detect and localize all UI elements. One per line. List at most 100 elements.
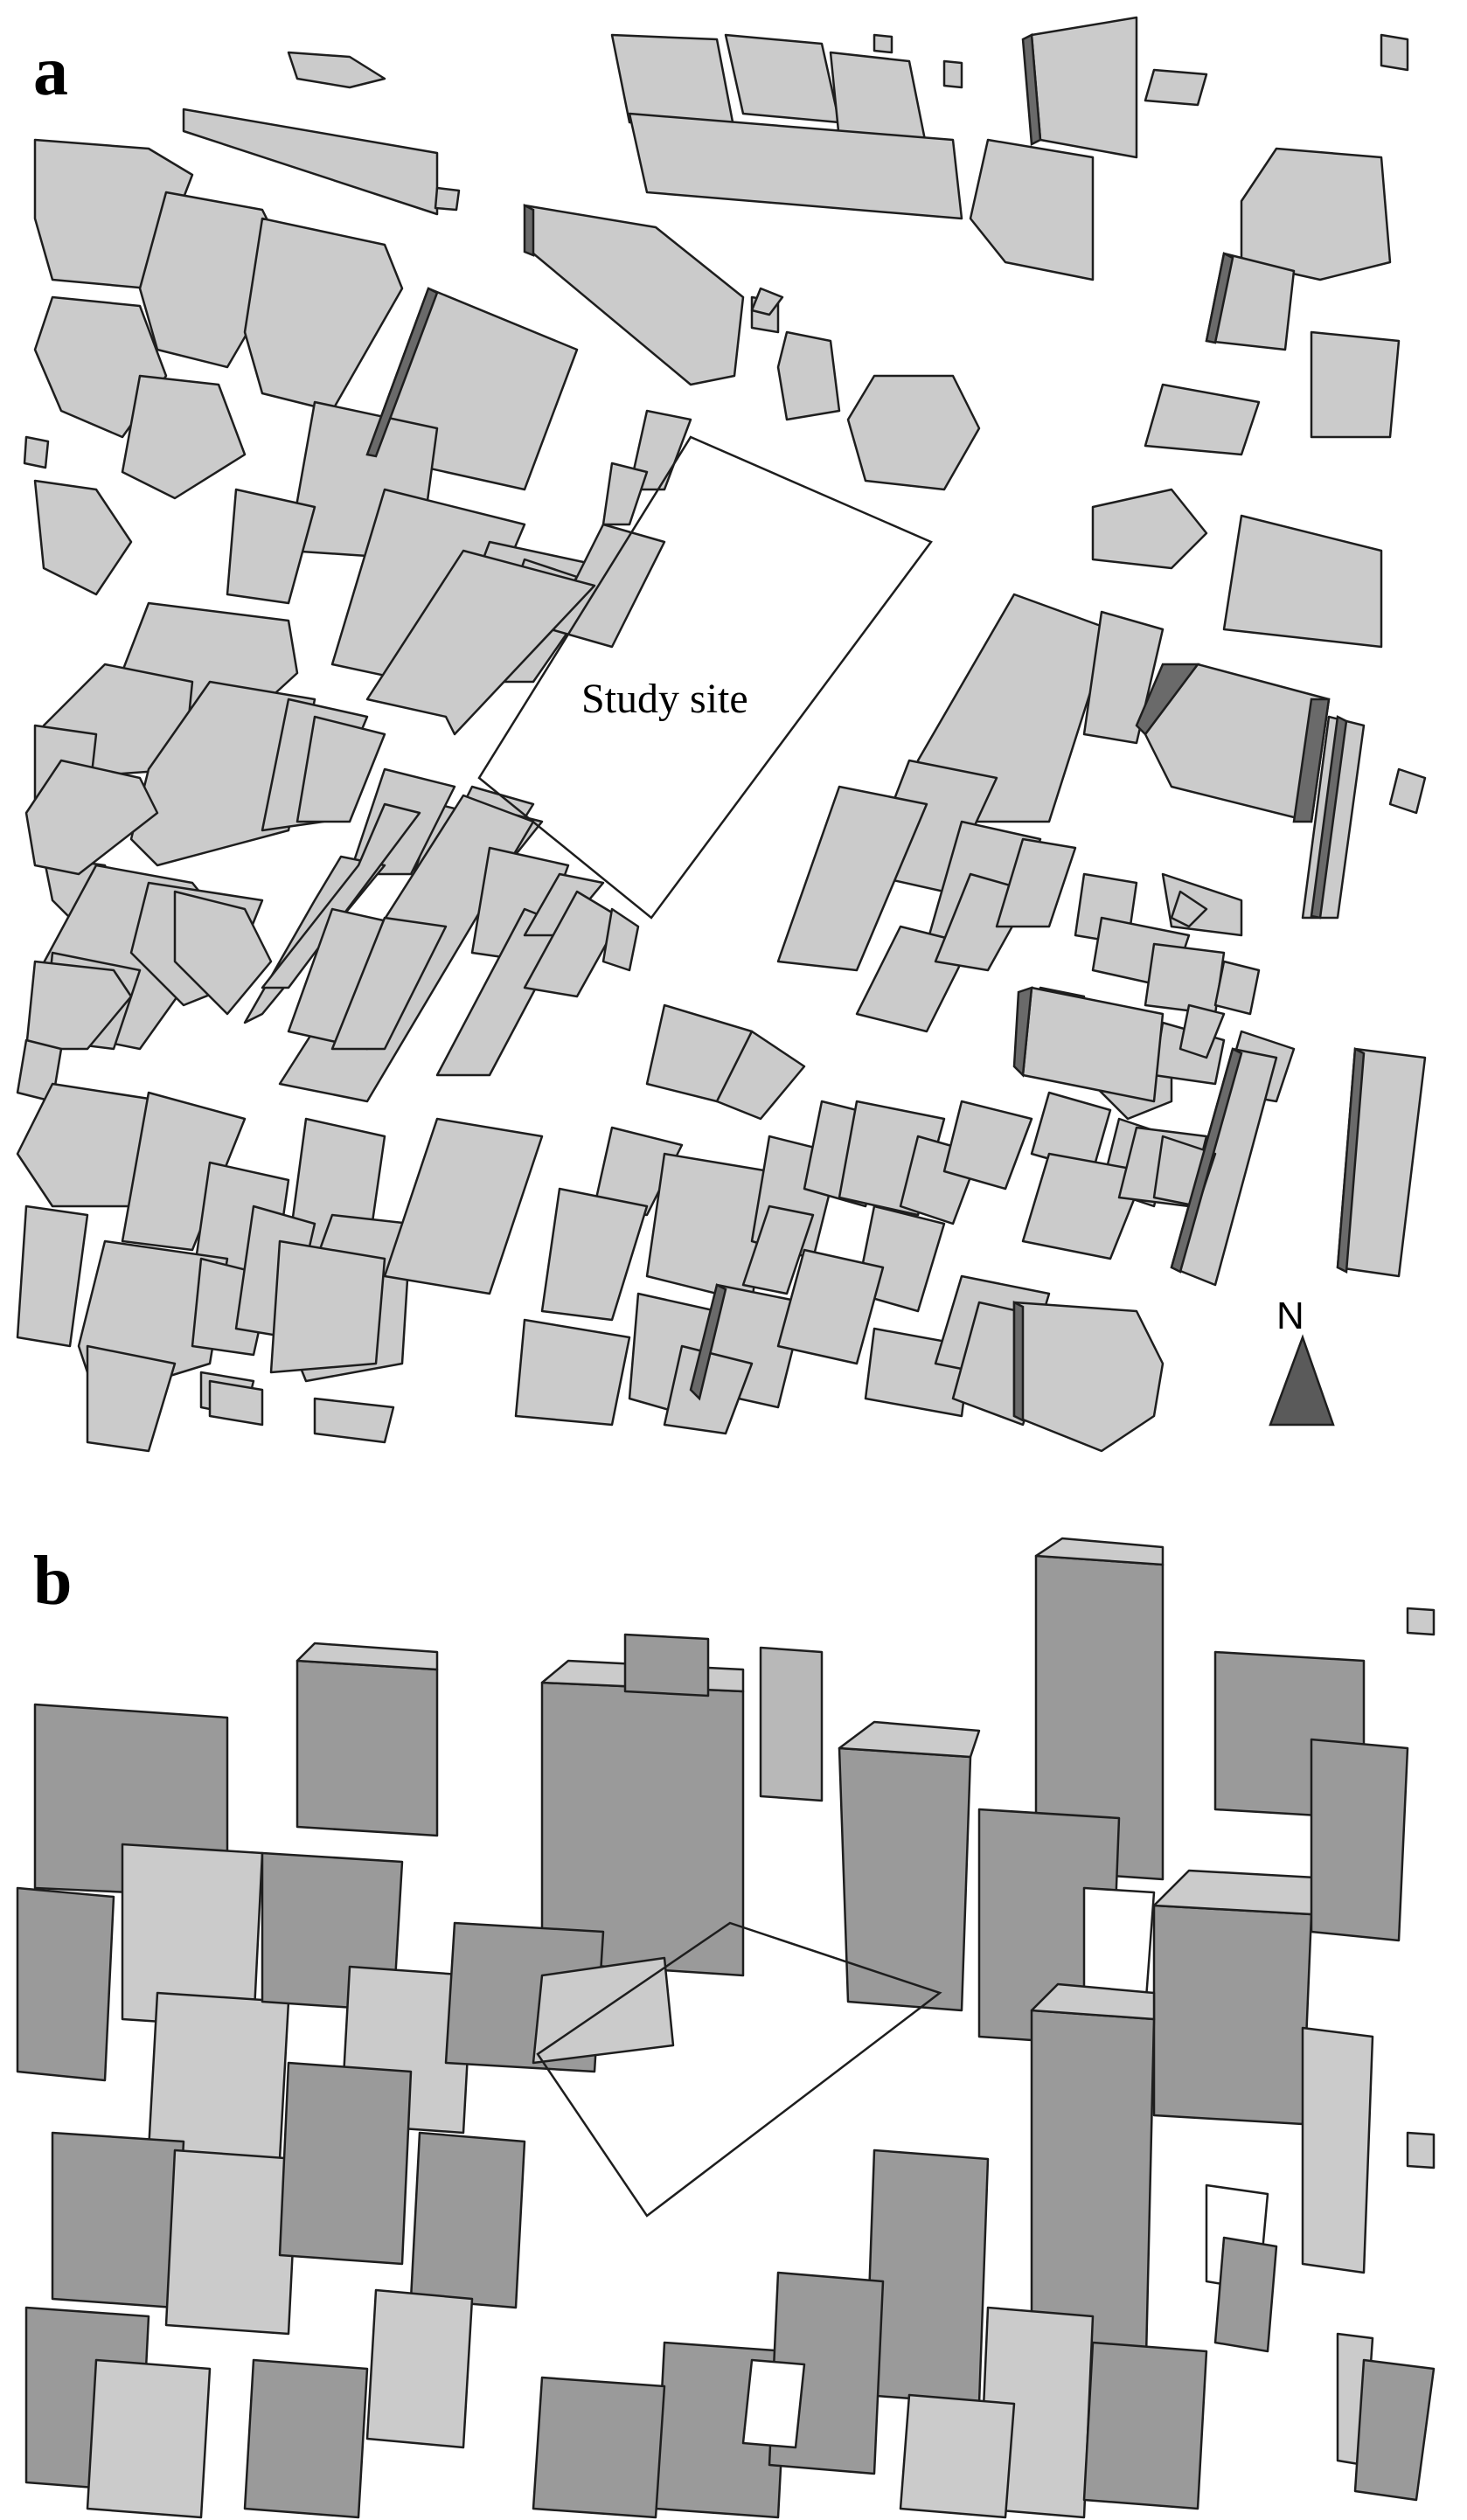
plan-building-blocks — [16, 16, 1427, 1453]
building-block — [776, 1248, 885, 1365]
building-roof — [838, 1720, 981, 1759]
building-block — [33, 295, 168, 439]
building-block — [1380, 33, 1409, 72]
building-block — [121, 374, 247, 500]
building-block — [121, 1091, 247, 1252]
building-block — [601, 462, 649, 526]
building-face — [1310, 1738, 1409, 1942]
building-block — [1030, 16, 1138, 159]
building-block — [33, 479, 133, 596]
building-block — [365, 549, 596, 736]
study-site-outline-perspective — [536, 1921, 942, 2218]
building-block — [1213, 960, 1261, 1016]
building-face — [532, 2376, 666, 2519]
building-face — [623, 1633, 710, 1697]
building-block — [1021, 986, 1165, 1103]
building-block — [916, 593, 1112, 823]
building-roof — [1301, 2026, 1374, 2274]
building-block — [295, 715, 386, 823]
building-block — [776, 330, 841, 421]
building-block — [313, 1397, 395, 1444]
building-block — [514, 1318, 631, 1427]
building-face — [1152, 1904, 1313, 2126]
wall-face — [365, 287, 439, 458]
building-block — [1144, 942, 1226, 1016]
building-block — [776, 785, 928, 972]
wall-face — [689, 1283, 727, 1401]
building-roof — [86, 2358, 212, 2519]
panel-b-label: b — [33, 1543, 73, 1620]
wall-face — [1170, 1047, 1243, 1274]
study-site-label: Study site — [581, 676, 748, 722]
building-face — [51, 2131, 185, 2309]
building-block — [1170, 890, 1208, 928]
building-block — [1012, 1301, 1165, 1453]
perspective-buildings — [16, 1537, 1436, 2519]
building-roof — [1030, 1982, 1156, 2021]
building-roof — [164, 2149, 299, 2336]
building-face — [295, 1659, 439, 1837]
building-block — [969, 138, 1095, 281]
building-block — [593, 1126, 684, 1217]
building-face — [243, 2358, 369, 2519]
wall-face — [1310, 715, 1348, 920]
building-block — [86, 1344, 177, 1453]
building-block — [1091, 488, 1208, 570]
building-block — [24, 759, 159, 876]
wall-face — [523, 203, 535, 257]
building-block — [628, 409, 692, 491]
building-block — [942, 1100, 1033, 1191]
building-block — [208, 1379, 264, 1427]
building-block — [1144, 68, 1208, 107]
wall-face — [1021, 33, 1042, 146]
building-block — [540, 1187, 649, 1322]
building-block — [1240, 147, 1392, 281]
building-block — [523, 890, 622, 998]
building-face — [1082, 2341, 1208, 2510]
wall-face — [1012, 1300, 1025, 1423]
study-site-outline — [477, 435, 933, 920]
building-block — [1021, 1152, 1147, 1260]
building-face-lit — [741, 2358, 806, 2449]
building-block — [942, 59, 963, 89]
building-block — [724, 33, 841, 124]
building-roof — [365, 2288, 474, 2449]
building-block — [243, 217, 404, 413]
building-block — [873, 33, 893, 54]
panel-a-label: a — [33, 33, 68, 110]
building-roof — [1406, 1607, 1436, 1636]
building-face — [278, 2061, 413, 2266]
panel-a-svg: a — [16, 16, 1427, 1453]
building-face — [1353, 2358, 1436, 2502]
building-block — [173, 890, 273, 1016]
building-block — [330, 916, 448, 1051]
building-block — [663, 1344, 754, 1435]
building-block — [16, 1204, 89, 1348]
north-arrow-icon — [1269, 1334, 1335, 1427]
building-block — [1144, 383, 1261, 456]
building-roof — [1034, 1537, 1165, 1566]
building-roof — [1406, 2131, 1436, 2169]
wall-face — [1012, 986, 1033, 1078]
wall-face — [1292, 698, 1331, 823]
north-label: N — [1276, 1295, 1304, 1337]
building-block — [24, 960, 133, 1051]
building-block — [1161, 872, 1243, 937]
building-face — [409, 2131, 526, 2309]
building-roof — [147, 1991, 290, 2161]
building-roof — [295, 1642, 439, 1671]
building-block — [1310, 330, 1401, 439]
building-block — [1388, 767, 1427, 815]
panel-b-perspective-view: b — [0, 1521, 1467, 2520]
building-block — [601, 907, 640, 972]
building-block — [182, 108, 439, 216]
panel-b-svg: b — [16, 1537, 1436, 2519]
building-block — [741, 1204, 815, 1295]
building-block — [269, 1239, 386, 1374]
wall-face — [1336, 1047, 1366, 1274]
building-block — [995, 837, 1077, 928]
building-block — [383, 1117, 544, 1295]
building-block — [226, 488, 316, 605]
building-block — [23, 435, 50, 469]
building-block — [287, 51, 386, 89]
